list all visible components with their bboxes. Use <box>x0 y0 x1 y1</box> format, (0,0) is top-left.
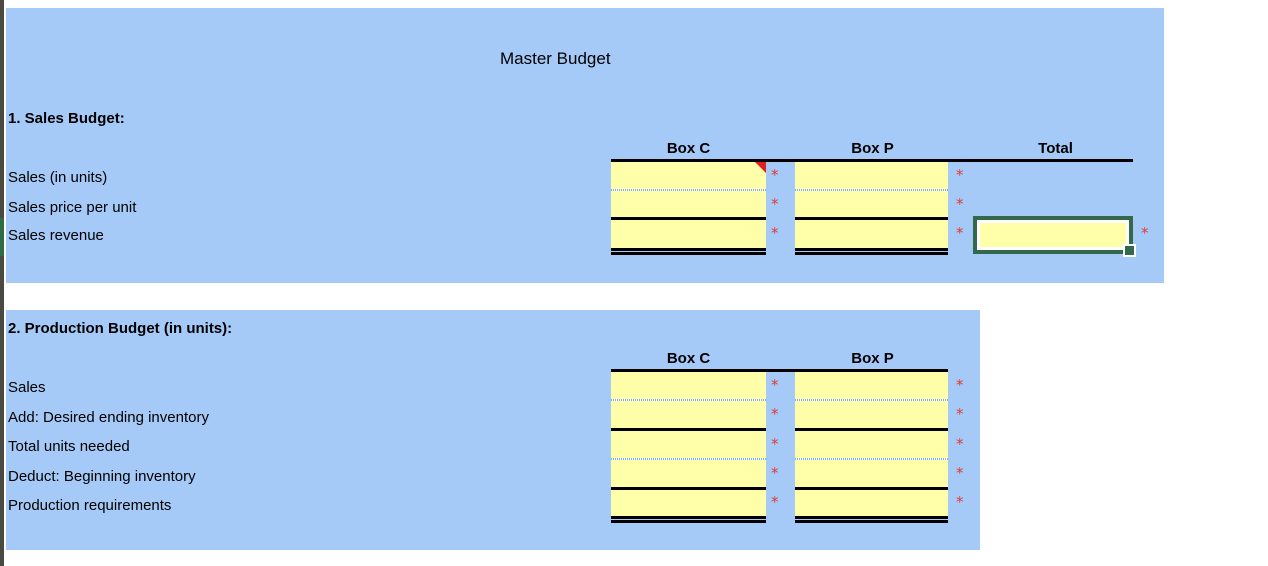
row-label-beginning-inventory: Deduct: Beginning inventory <box>8 468 196 485</box>
column-header-rule-sales <box>611 159 1133 162</box>
cell-separator-thick <box>795 487 948 490</box>
cell-separator-thick <box>611 487 766 490</box>
row-label-desired-ending-inventory: Add: Desired ending inventory <box>8 409 209 426</box>
cell-separator-thick <box>611 428 766 431</box>
cell-separator-thick <box>611 217 766 220</box>
input-sales-units-box-p[interactable] <box>795 162 948 189</box>
cell-separator-dotted <box>611 458 766 460</box>
row-label-sales-revenue: Sales revenue <box>8 227 104 244</box>
cell-bottom-double-rule <box>611 248 766 255</box>
cell-separator-thick <box>795 217 948 220</box>
required-marker-sales-revenue-box-c: * <box>771 224 779 242</box>
input-beginning-inventory-box-c[interactable] <box>611 460 766 487</box>
cell-bottom-double-rule <box>611 516 766 523</box>
input-beginning-inventory-box-p[interactable] <box>795 460 948 487</box>
section-heading-production-budget: 2. Production Budget (in units): <box>8 320 233 337</box>
input-sales-revenue-box-c[interactable] <box>611 220 766 248</box>
row-label-production-requirements: Production requirements <box>8 497 172 514</box>
column-header-box-c-sales: Box C <box>666 140 711 157</box>
section-heading-sales-budget: 1. Sales Budget: <box>8 110 125 127</box>
required-marker-production-requirements-box-p: * <box>956 493 964 511</box>
cell-separator-thick <box>795 428 948 431</box>
required-marker-production-requirements-box-c: * <box>771 493 779 511</box>
input-sales-price-box-p[interactable] <box>795 191 948 217</box>
column-header-box-p-sales: Box P <box>851 140 894 157</box>
required-marker-sales-units-box-c: * <box>771 166 779 184</box>
required-marker-sales-price-box-p: * <box>956 195 964 213</box>
input-sales-price-box-c[interactable] <box>611 191 766 217</box>
input-sales-revenue-box-p[interactable] <box>795 220 948 248</box>
row-label-sales-price: Sales price per unit <box>8 199 137 216</box>
required-marker-production-sales-box-p: * <box>956 376 964 394</box>
column-header-box-c-production: Box C <box>666 350 711 367</box>
input-production-requirements-box-p[interactable] <box>795 490 948 516</box>
required-marker-beginning-inventory-box-p: * <box>956 464 964 482</box>
sheet-left-margin <box>0 0 4 566</box>
input-sales-revenue-total[interactable] <box>980 223 1126 247</box>
fill-handle[interactable] <box>1123 244 1136 257</box>
required-marker-total-units-needed-box-c: * <box>771 435 779 453</box>
column-header-total-sales: Total <box>1038 140 1073 157</box>
required-marker-sales-revenue-box-p: * <box>956 224 964 242</box>
input-production-sales-box-c[interactable] <box>611 372 766 399</box>
comment-indicator-icon <box>755 162 766 173</box>
required-marker-desired-ending-inventory-box-p: * <box>956 405 964 423</box>
cell-bottom-double-rule <box>795 516 948 523</box>
input-production-sales-box-p[interactable] <box>795 372 948 399</box>
cell-bottom-double-rule <box>795 248 948 255</box>
column-header-box-p-production: Box P <box>851 350 894 367</box>
input-total-units-needed-box-c[interactable] <box>611 431 766 458</box>
required-marker-sales-price-box-c: * <box>771 195 779 213</box>
row-label-production-sales: Sales <box>8 379 46 396</box>
cell-separator-dotted <box>795 189 948 191</box>
required-marker-total-units-needed-box-p: * <box>956 435 964 453</box>
required-marker-sales-revenue-total: * <box>1141 224 1149 242</box>
column-header-rule-production <box>611 369 948 372</box>
input-desired-ending-inventory-box-c[interactable] <box>611 401 766 428</box>
cell-separator-dotted <box>611 399 766 401</box>
cell-separator-dotted <box>795 399 948 401</box>
row-label-total-units-needed: Total units needed <box>8 438 130 455</box>
required-marker-sales-units-box-p: * <box>956 166 964 184</box>
input-total-units-needed-box-p[interactable] <box>795 431 948 458</box>
input-sales-units-box-c[interactable] <box>611 162 766 189</box>
row-header-selection-highlight <box>0 218 4 256</box>
required-marker-desired-ending-inventory-box-c: * <box>771 405 779 423</box>
page-title: Master Budget <box>500 49 611 68</box>
required-marker-production-sales-box-c: * <box>771 376 779 394</box>
required-marker-beginning-inventory-box-c: * <box>771 464 779 482</box>
input-desired-ending-inventory-box-p[interactable] <box>795 401 948 428</box>
cell-separator-dotted <box>795 458 948 460</box>
input-production-requirements-box-c[interactable] <box>611 490 766 516</box>
cell-separator-dotted <box>611 189 766 191</box>
row-label-sales-units: Sales (in units) <box>8 169 108 186</box>
